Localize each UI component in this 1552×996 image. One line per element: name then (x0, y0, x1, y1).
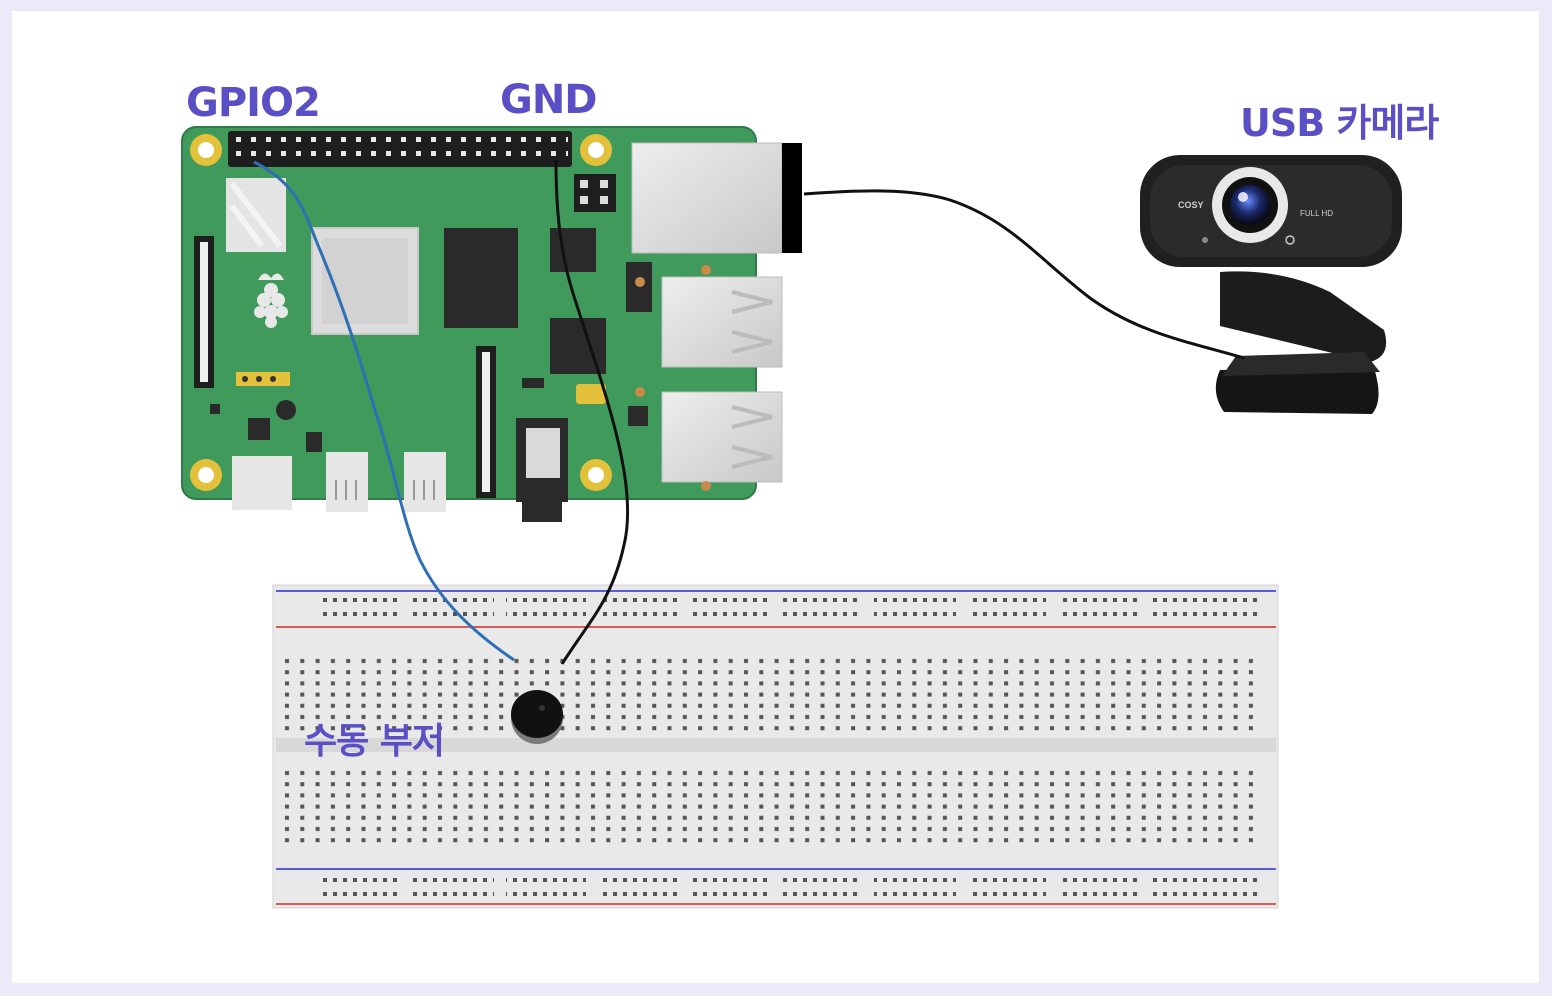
usb-camera-label: USB 카메라 (1240, 101, 1439, 145)
buzzer-label: 수동 부저 (304, 721, 445, 762)
raspberry-pi-board (181, 126, 802, 522)
breadboard (272, 584, 1279, 909)
raspberry-pi-logo-icon (254, 273, 288, 328)
gnd-label: GND (500, 77, 598, 123)
camera-brand: COSY (1178, 200, 1204, 210)
usb-cable (803, 189, 1245, 360)
gpio-wire (253, 160, 515, 662)
gpio-label: GPIO2 (186, 80, 321, 126)
camera-badge: FULL HD (1300, 209, 1333, 218)
buzzer-icon (511, 690, 563, 744)
gnd-wire (554, 159, 630, 665)
webcam-icon: COSY FULL HD (1140, 155, 1402, 414)
